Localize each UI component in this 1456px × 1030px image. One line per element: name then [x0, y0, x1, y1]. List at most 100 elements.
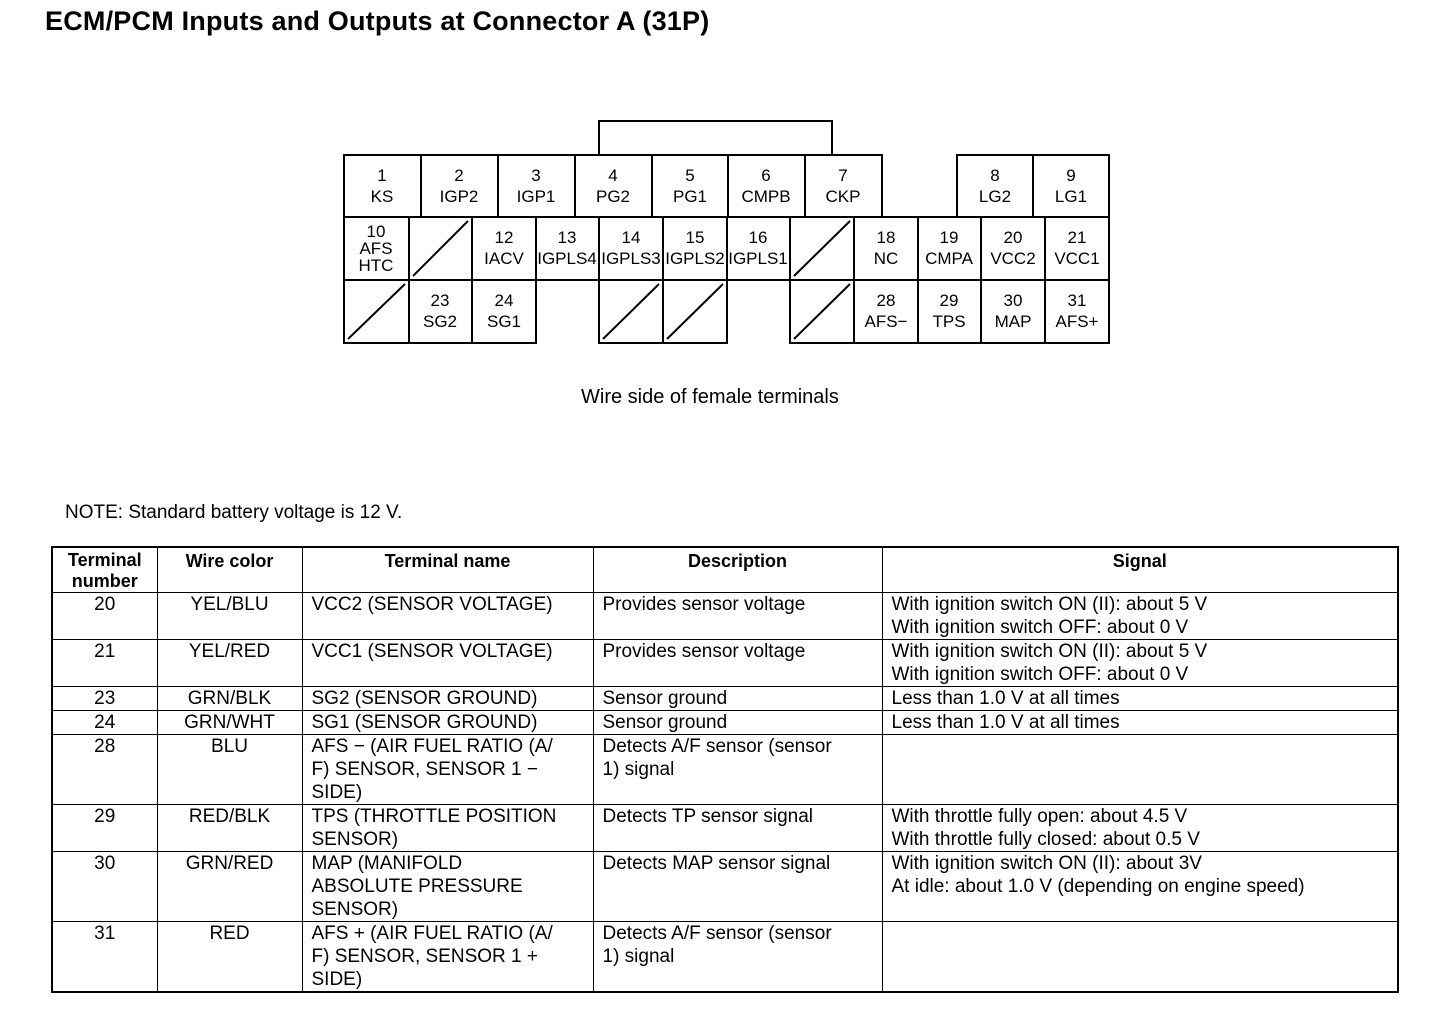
pin-number: 29	[940, 291, 959, 310]
voltage-note: NOTE: Standard battery voltage is 12 V.	[65, 502, 403, 523]
table-row: 21 YEL/RED VCC1 (SENSOR VOLTAGE) Provide…	[51, 639, 1399, 687]
empty-cavity-22	[347, 283, 406, 340]
pin-label: IGPLS1	[728, 249, 788, 268]
wire-color: GRN/BLK	[156, 686, 303, 711]
table-row: 29 RED/BLK TPS (THROTTLE POSITION SENSOR…	[51, 804, 1399, 852]
description: Detects A/F sensor (sensor 1) signal	[592, 921, 883, 993]
terminal-name: MAP (MANIFOLD ABSOLUTE PRESSURE SENSOR)	[301, 851, 594, 922]
pin-number: 10	[367, 222, 386, 241]
wire-color: YEL/BLU	[156, 592, 303, 640]
terminal-name: AFS − (AIR FUEL RATIO (A/ F) SENSOR, SEN…	[301, 734, 594, 805]
pin-label: VCC1	[1054, 249, 1099, 268]
table-row: 24 GRN/WHT SG1 (SENSOR GROUND) Sensor gr…	[51, 710, 1399, 735]
pin-number: 6	[761, 166, 770, 185]
pin-number: 21	[1068, 228, 1087, 247]
pin-label: IACV	[484, 249, 524, 268]
terminal-name: VCC2 (SENSOR VOLTAGE)	[301, 592, 594, 640]
signal: Less than 1.0 V at all times	[881, 710, 1399, 735]
pin-number: 3	[531, 166, 540, 185]
pin-label: HTC	[359, 256, 394, 275]
pin-number: 13	[558, 228, 577, 247]
pin-label: VCC2	[990, 249, 1035, 268]
pin-number: 18	[877, 228, 896, 247]
pin-number: 24	[495, 291, 514, 310]
terminal-number: 20	[51, 592, 158, 640]
description: Sensor ground	[592, 686, 883, 711]
table-row: 28 BLU AFS − (AIR FUEL RATIO (A/ F) SENS…	[51, 734, 1399, 805]
header-wire-color: Wire color	[156, 546, 303, 593]
terminal-number: 29	[51, 804, 158, 852]
wire-color: GRN/RED	[156, 851, 303, 922]
pin-number: 20	[1004, 228, 1023, 247]
description: Sensor ground	[592, 710, 883, 735]
pin-label: IGP1	[517, 187, 556, 206]
diagram-caption: Wire side of female terminals	[581, 386, 839, 408]
empty-cavity-11	[412, 220, 469, 277]
signal	[881, 734, 1399, 805]
table-header-row: Terminal number Wire color Terminal name…	[51, 546, 1399, 593]
terminal-name: AFS + (AIR FUEL RATIO (A/ F) SENSOR, SEN…	[301, 921, 594, 993]
table-row: 30 GRN/RED MAP (MANIFOLD ABSOLUTE PRESSU…	[51, 851, 1399, 922]
terminal-number: 28	[51, 734, 158, 805]
terminal-name: SG2 (SENSOR GROUND)	[301, 686, 594, 711]
header-terminal-name: Terminal name	[301, 546, 594, 593]
terminal-name: VCC1 (SENSOR VOLTAGE)	[301, 639, 594, 687]
pin-number: 14	[622, 228, 641, 247]
wire-color: GRN/WHT	[156, 710, 303, 735]
description: Detects A/F sensor (sensor 1) signal	[592, 734, 883, 805]
pin-label: IGP2	[440, 187, 479, 206]
pin-label: PG1	[673, 187, 707, 206]
pin-label: CMPA	[925, 249, 974, 268]
header-signal: Signal	[881, 546, 1399, 593]
signal: With ignition switch ON (II): about 5 V …	[881, 639, 1399, 687]
pin-number: 8	[990, 166, 999, 185]
empty-cavity-17	[793, 220, 851, 277]
pin-label: SG2	[423, 312, 457, 331]
pin-label: CKP	[826, 187, 861, 206]
pin-label: IGPLS2	[665, 249, 725, 268]
terminal-name: SG1 (SENSOR GROUND)	[301, 710, 594, 735]
pin-number: 1	[377, 166, 386, 185]
pin-number: 12	[495, 228, 514, 247]
pin-number: 2	[454, 166, 463, 185]
pin-label: IGPLS3	[601, 249, 661, 268]
table-row: 23 GRN/BLK SG2 (SENSOR GROUND) Sensor gr…	[51, 686, 1399, 711]
terminal-number: 30	[51, 851, 158, 922]
signal: With throttle fully open: about 4.5 V Wi…	[881, 804, 1399, 852]
pin-label: PG2	[596, 187, 630, 206]
terminal-table: Terminal number Wire color Terminal name…	[51, 546, 1399, 993]
pin-number: 15	[686, 228, 705, 247]
signal: With ignition switch ON (II): about 5 V …	[881, 592, 1399, 640]
description: Provides sensor voltage	[592, 639, 883, 687]
wire-color: YEL/RED	[156, 639, 303, 687]
pin-label: SG1	[487, 312, 521, 331]
pin-number: 4	[608, 166, 617, 185]
header-description: Description	[592, 546, 883, 593]
description: Detects TP sensor signal	[592, 804, 883, 852]
pin-label: CMPB	[741, 187, 790, 206]
pin-label: LG2	[979, 187, 1011, 206]
table-row: 31 RED AFS + (AIR FUEL RATIO (A/ F) SENS…	[51, 921, 1399, 993]
pin-label: MAP	[995, 312, 1032, 331]
pin-label: NC	[874, 249, 899, 268]
pin-label: AFS	[359, 239, 392, 258]
pin-label: IGPLS4	[537, 249, 597, 268]
signal: With ignition switch ON (II): about 3V A…	[881, 851, 1399, 922]
wire-color: BLU	[156, 734, 303, 805]
pin-label: TPS	[932, 312, 965, 331]
pin-number: 30	[1004, 291, 1023, 310]
wire-color: RED/BLK	[156, 804, 303, 852]
description: Detects MAP sensor signal	[592, 851, 883, 922]
signal	[881, 921, 1399, 993]
empty-cavity-26	[666, 283, 724, 340]
pin-number: 23	[431, 291, 450, 310]
pin-number: 19	[940, 228, 959, 247]
pin-label: LG1	[1055, 187, 1087, 206]
connector-diagram: 1KS2IGP23IGP14PG25PG16CMPB7CKP8LG29LG110…	[343, 120, 1110, 344]
terminal-number: 24	[51, 710, 158, 735]
pin-label: AFS−	[865, 312, 908, 331]
wire-color: RED	[156, 921, 303, 993]
pin-label: KS	[371, 187, 394, 206]
pin-label: AFS+	[1056, 312, 1099, 331]
pin-number: 31	[1068, 291, 1087, 310]
